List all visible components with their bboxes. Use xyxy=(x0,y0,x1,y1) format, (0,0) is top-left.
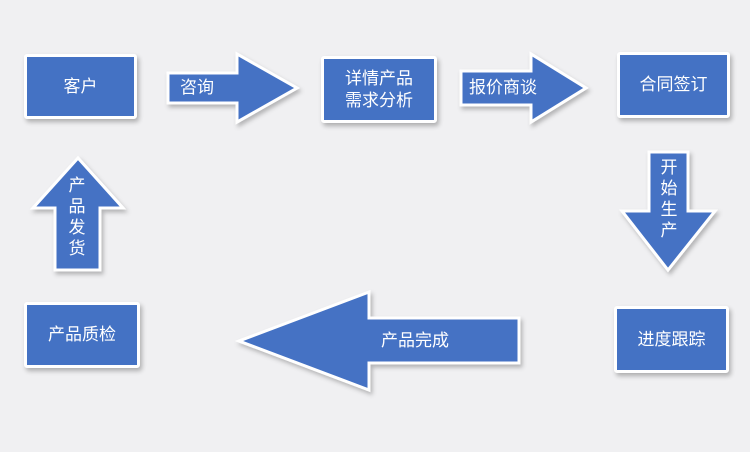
node-quality-check-label: 产品质检 xyxy=(48,325,116,345)
node-contract: 合同签订 xyxy=(617,52,730,118)
node-contract-label: 合同签订 xyxy=(639,75,708,95)
node-customer-label: 客户 xyxy=(63,76,98,97)
arrow-consult xyxy=(166,51,301,125)
node-requirements-line2: 需求分析 xyxy=(345,90,413,111)
arrow-product-done xyxy=(234,289,521,393)
node-requirements: 详情产品 需求分析 xyxy=(321,56,437,123)
node-requirements-line1: 详情产品 xyxy=(345,68,413,89)
node-progress-label: 进度跟踪 xyxy=(637,329,706,350)
arrow-quote xyxy=(459,51,589,125)
node-quality-check: 产品质检 xyxy=(24,302,140,368)
arrow-product-done-label: 产品完成 xyxy=(381,331,449,351)
arrow-start-production-label: 开始生产 xyxy=(660,158,678,241)
arrow-start-production xyxy=(618,150,719,273)
node-customer: 客户 xyxy=(24,54,137,119)
arrow-consult-label: 咨询 xyxy=(180,78,214,98)
node-progress: 进度跟踪 xyxy=(614,306,729,373)
arrow-quote-label: 报价商谈 xyxy=(469,78,537,98)
arrow-ship-label: 产品发货 xyxy=(68,176,86,259)
arrow-ship xyxy=(29,155,127,272)
